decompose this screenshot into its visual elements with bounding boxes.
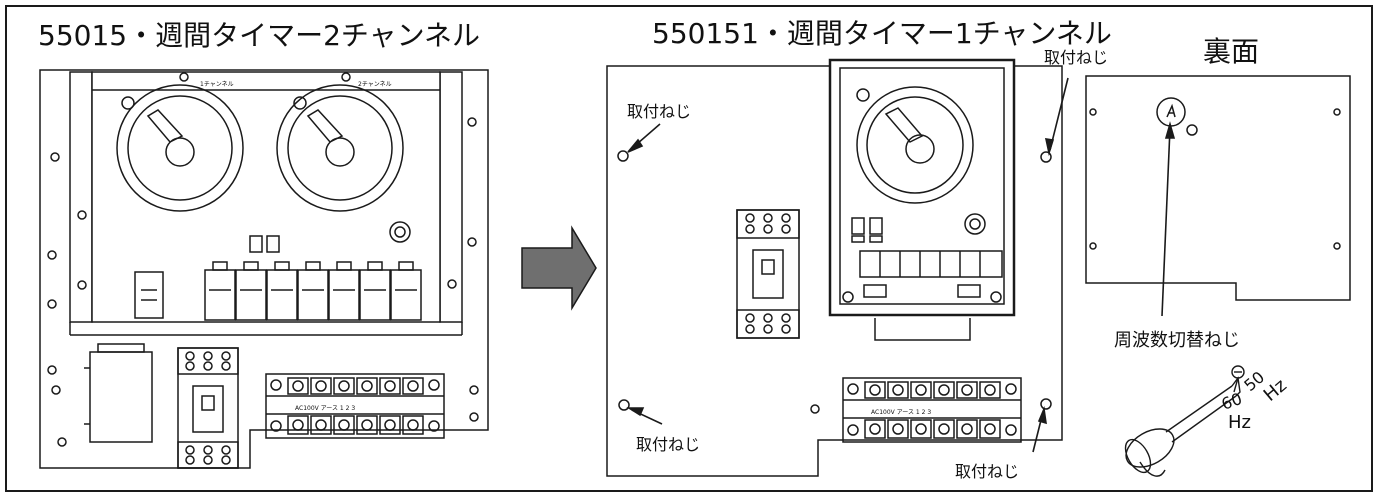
middle-terminal-header: AC100V アース 1 2 3 (871, 409, 931, 416)
screwdriver-illustration (1124, 365, 1245, 477)
middle-terminal-block (842, 377, 1022, 443)
left-day-switches (204, 261, 422, 321)
mount-screw-leaders (626, 77, 1069, 453)
outer-border (5, 5, 1373, 492)
title-left: 55015・週間タイマー2チャンネル (38, 19, 481, 52)
transition-arrow (521, 225, 597, 311)
label-mount-screw-bottom-left: 取付ねじ (636, 435, 701, 454)
middle-mount-screws (617, 150, 1052, 414)
left-dial-1 (116, 84, 244, 212)
label-freq-screw: 周波数切替ねじ (1114, 330, 1240, 351)
freq-unit-mark-1: Hz (1228, 412, 1251, 433)
title-right: 裏面 (1203, 35, 1260, 68)
freq-screw-leader (1161, 121, 1176, 317)
left-mode-switch (134, 271, 164, 319)
left-terminal-header: AC100V アース 1 2 3 (295, 405, 355, 412)
middle-day-switches (859, 250, 1003, 278)
left-channel1-mark: 1チャンネル (200, 81, 234, 88)
left-channel2-mark: 2チャンネル (358, 81, 392, 88)
left-plate-screws (47, 72, 479, 447)
left-dial-2 (276, 84, 404, 212)
right-back-plate (1085, 75, 1351, 301)
left-terminal-block (265, 373, 445, 439)
title-middle: 550151・週間タイマー1チャンネル (652, 17, 1112, 50)
label-mount-screw-top-right: 取付ねじ (1044, 48, 1109, 67)
middle-device (606, 58, 1063, 477)
middle-dial (856, 86, 974, 204)
left-device (39, 69, 489, 469)
label-mount-screw-bottom-right: 取付ねじ (955, 462, 1020, 481)
label-mount-screw-top-left: 取付ねじ (627, 102, 692, 121)
